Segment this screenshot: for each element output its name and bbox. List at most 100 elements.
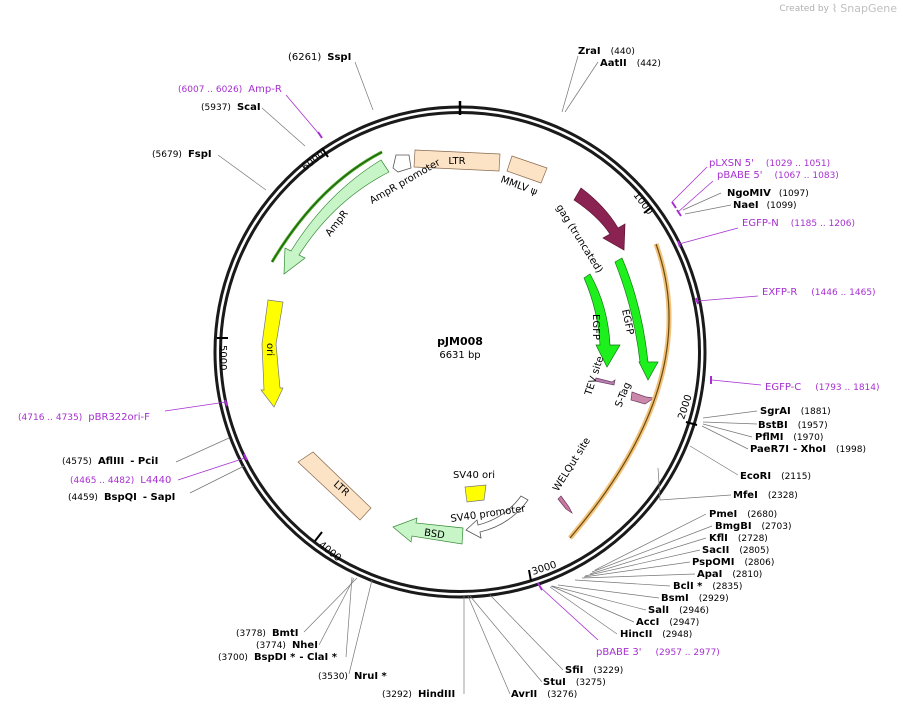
site-name-avrii: AvrII [511,689,537,700]
site-pos: (3292) [382,690,412,700]
svg-text:StuI(3275): StuI (3275) [543,677,606,688]
site-name-hindiii: HindIII [418,689,455,700]
site-pos: (3275) [576,678,606,688]
site-name-fspi: FspI [188,149,212,160]
site-pos: (2810) [732,570,762,580]
site-pos: (2947) [669,618,699,628]
site-name-sgrai: SgrAI [760,406,791,417]
svg-text:PflMI(1970): PflMI (1970) [755,432,823,443]
primer-range: (1793 .. 1814) [815,383,879,393]
site-name-xhoi: - XhoI [793,444,826,455]
primer-name-pbabe-3: pBABE 3' [596,647,642,658]
feature-s-tag-label: S-Tag [614,381,634,409]
features: LTR MMLV ψ gag (truncated) EGFP EGFP TEV… [260,149,672,545]
site-name-pcii: - PciI [130,456,158,467]
site-pos: (2328) [768,491,798,501]
site-name-pspomi: PspOMI [692,557,734,568]
site-name-bcli: BclI * [673,581,703,592]
primer-range: (1067 .. 1083) [775,171,839,181]
site-name-sspi: SspI [327,52,351,63]
svg-text:(6007 .. 6026)Amp-R: (6007 .. 6026)Amp-R [178,84,282,95]
site-pos: (4459) [68,493,98,503]
primer-name-pbabe-5: pBABE 5' [717,170,763,181]
snapgene-logo-icon: ⌇ [831,2,838,15]
site-pos: (2946) [679,606,709,616]
site-pos: (5937) [201,103,231,113]
site-name-zrai: ZraI [578,46,601,57]
plasmid-name: pJM008 [437,335,483,348]
site-pos: (440) [611,47,635,57]
site-name-bspqi: BspQI [104,492,137,503]
site-pos: (2948) [662,630,692,640]
svg-text:(3778)BmtI: (3778) BmtI [236,628,298,639]
svg-text:(3774)NheI: (3774)NheI [256,640,318,651]
feature-egfp-1-label: EGFP [619,308,635,336]
feature-sv40-ori [464,484,487,503]
svg-text:pLXSN 5'(1029 .. 1051): pLXSN 5'(1029 .. 1051) [709,158,830,169]
svg-text:(5937)ScaI: (5937) ScaI [201,102,261,113]
svg-text:(5679)FspI: (5679)FspI [152,149,212,160]
site-pos: (1097) [779,189,809,199]
svg-text:BstBI(1957): BstBI(1957) [758,420,828,431]
site-pos: (442) [637,59,661,69]
site-pos: (2929) [699,594,729,604]
site-name-afliii: AflIII [98,456,124,467]
site-name-stui: StuI [543,677,566,688]
primer-range: (4716 .. 4735) [18,413,82,423]
primer-name-egfp-n: EGFP-N [742,218,779,229]
site-pos: (3700) [218,653,248,663]
feature-ori [260,299,284,408]
site-pos: (3778) [236,629,266,639]
svg-text:BclI *(2835): BclI *(2835) [673,581,742,592]
primer-name-plxsn-5: pLXSN 5' [709,158,754,169]
site-pos: (3229) [593,666,623,676]
site-name-bmgbi: BmgBI [715,521,752,532]
feature-egfp-2-label: EGFP [590,314,601,340]
feature-sv40-promoter [465,495,529,539]
site-name-nhei: NheI [292,640,318,651]
feature-ltr-5 [413,149,501,172]
site-pos: (1998) [836,445,866,455]
feature-ltr-5-label: LTR [448,156,465,167]
primer-labels: (6007 .. 6026)Amp-R pLXSN 5'(1029 .. 105… [18,84,880,658]
site-name-aatii: AatII [600,58,627,69]
primer-name-l4440: L4440 [140,475,171,486]
svg-text:EGFP-N(1185 .. 1206): EGFP-N(1185 .. 1206) [742,218,855,229]
svg-text:BsmI(2929): BsmI (2929) [661,593,729,604]
svg-text:(3700)BspDI *- ClaI *: (3700)BspDI *- ClaI * [218,652,338,663]
site-name-bstbi: BstBI [758,420,788,431]
site-pos: (3276) [547,690,577,700]
site-name-bsmi: BsmI [661,593,689,604]
primer-range: (1446 .. 1465) [811,288,875,298]
site-name-pmei: PmeI [709,509,737,520]
svg-text:MfeI(2328): MfeI (2328) [733,490,798,501]
svg-text:ApaI(2810): ApaI(2810) [697,569,762,580]
primer-name-pbr322ori-f: pBR322ori-F [88,412,150,423]
site-name-pflmi: PflMI [755,432,783,443]
site-name-mfei: MfeI [733,490,758,501]
site-name-scai: ScaI [237,102,261,113]
site-pos: (1970) [793,433,823,443]
svg-text:(4465 .. 4482)L4440: (4465 .. 4482)L4440 [70,475,171,486]
feature-welqut-label: WELQut site [551,436,593,494]
svg-text:SgrAI(1881): SgrAI(1881) [760,406,831,417]
svg-text:(3292)HindIII: (3292) HindIII [382,689,455,700]
site-name-ecori: EcoRI [740,471,771,482]
primer-leaders [164,94,762,641]
site-name-bmti: BmtI [272,628,299,639]
svg-text:pBABE 5'(1067 .. 1083): pBABE 5' (1067 .. 1083) [717,170,839,181]
plasmid-size: 6631 bp [439,350,480,361]
site-name-sapi: - SapI [143,492,175,503]
site-pos: (2805) [739,546,769,556]
feature-tev-site [594,377,616,386]
site-pos: (1099) [767,201,797,211]
site-pos: (2680) [747,510,777,520]
site-name-ngomiv: NgoMIV [727,188,771,199]
site-name-paer7i: PaeR7I [750,444,789,455]
site-pos: (3530) [318,672,348,682]
backbone [213,101,707,599]
site-pos: (2806) [744,558,774,568]
svg-text:PaeR7I- XhoI(1998): PaeR7I - XhoI (1998) [750,444,866,455]
site-pos: (6261) [288,52,321,63]
